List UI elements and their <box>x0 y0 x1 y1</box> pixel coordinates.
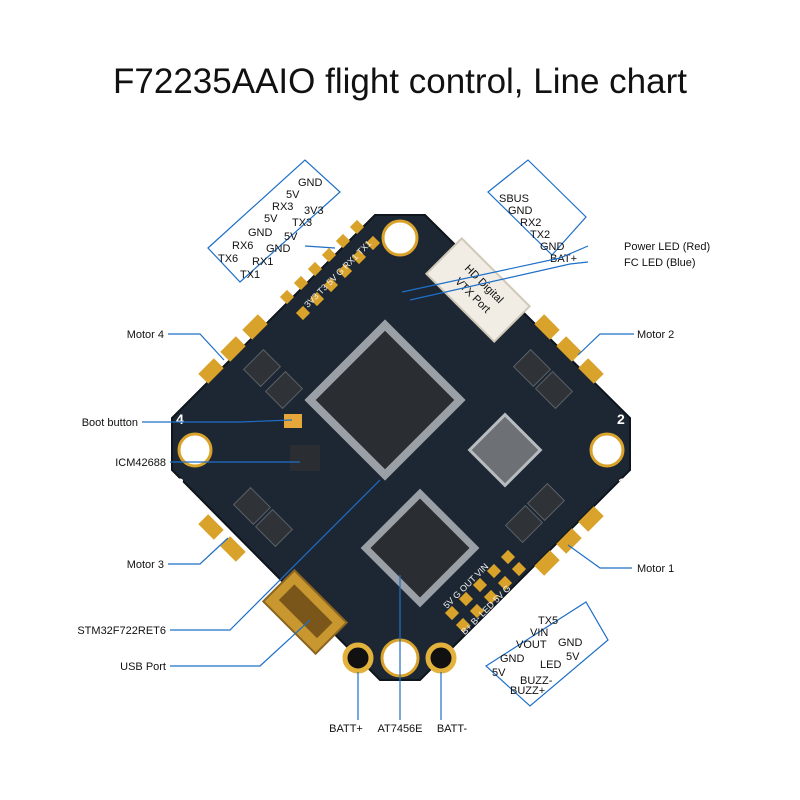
batt-plus-pad <box>342 642 374 674</box>
pin-label: TX6 <box>218 253 238 265</box>
pcb-board: HD Digital VTX Port <box>171 214 631 681</box>
pin-label: RX6 <box>232 240 253 252</box>
pin-label: BUZZ+ <box>510 685 545 697</box>
pin-box-bottom-right <box>485 601 609 707</box>
bottom-pad-row <box>444 549 527 633</box>
silk-number-4: 4 <box>176 411 184 427</box>
pin-label: TX2 <box>530 229 550 241</box>
pin-label: GND <box>558 637 583 649</box>
pin-label: SBUS <box>499 193 529 205</box>
pin-label: 5V <box>492 667 506 679</box>
mount-hole-top <box>381 219 419 257</box>
mount-hole-left <box>177 432 213 468</box>
icm42688-chip <box>290 445 320 471</box>
top-pad-row <box>279 219 381 321</box>
callout-motor1: Motor 1 <box>637 563 674 575</box>
pin-label: 5V <box>284 231 298 243</box>
pin-label: VOUT <box>516 639 547 651</box>
at7456e-chip <box>360 488 480 608</box>
callout-at7456e: AT7456E <box>377 723 422 735</box>
pin-label: GND <box>248 227 273 239</box>
motor1-pads <box>534 506 604 576</box>
callout-stm32: STM32F722RET6 <box>77 625 166 637</box>
batt-minus-pad <box>425 642 457 674</box>
callout-batt-plus: BATT+ <box>329 723 363 735</box>
mosfets <box>232 348 574 548</box>
pin-label: 5V <box>286 189 300 201</box>
pin-label: LED <box>540 659 561 671</box>
callout-power-led: Power LED (Red) <box>624 241 710 253</box>
pin-label: VIN <box>530 627 548 639</box>
motor2-pads <box>534 314 604 384</box>
silk-number-2: 2 <box>617 411 625 427</box>
callout-motor4: Motor 4 <box>127 329 164 341</box>
usb-port <box>261 568 349 656</box>
leader-lines <box>142 245 634 720</box>
stm32-chip <box>304 319 466 481</box>
inductor <box>467 412 543 488</box>
silk-number-3: 3 <box>176 475 184 491</box>
pin-label: 5V <box>264 213 278 225</box>
callout-usb-port: USB Port <box>120 661 166 673</box>
boot-button <box>284 414 302 428</box>
pin-label: GND <box>298 177 323 189</box>
pin-label: 3V3 <box>304 205 324 217</box>
callout-icm42688: ICM42688 <box>115 457 166 469</box>
pin-box-top-left <box>207 159 341 283</box>
pin-label: 5V <box>566 651 580 663</box>
pin-label: GND <box>508 205 533 217</box>
callout-boot-button: Boot button <box>82 417 138 429</box>
pin-label: GND <box>500 653 525 665</box>
pin-label: RX3 <box>272 201 293 213</box>
pin-label: BAT+ <box>550 253 577 265</box>
pin-box-top-right <box>487 159 587 256</box>
motor4-pads <box>198 314 268 384</box>
pin-label: BUZZ- <box>520 675 553 687</box>
pin-label: GND <box>540 241 565 253</box>
callout-batt-minus: BATT- <box>437 723 468 735</box>
pin-label: RX2 <box>520 217 541 229</box>
callout-motor2: Motor 2 <box>637 329 674 341</box>
pin-label: RX1 <box>252 256 273 268</box>
callout-fc-led: FC LED (Blue) <box>624 257 696 269</box>
pin-label: TX5 <box>538 615 558 627</box>
callouts: Power LED (Red) FC LED (Blue) Motor 4 Mo… <box>77 241 710 735</box>
page-title: F72235AAIO flight control, Line chart <box>113 62 687 101</box>
motor3-pads <box>198 514 246 562</box>
silk-number-1: 1 <box>618 475 626 491</box>
pin-label: TX1 <box>240 269 260 281</box>
pin-label: TX3 <box>292 217 312 229</box>
callout-motor3: Motor 3 <box>127 559 164 571</box>
mount-hole-right <box>589 432 625 468</box>
pin-label: GND <box>266 243 291 255</box>
